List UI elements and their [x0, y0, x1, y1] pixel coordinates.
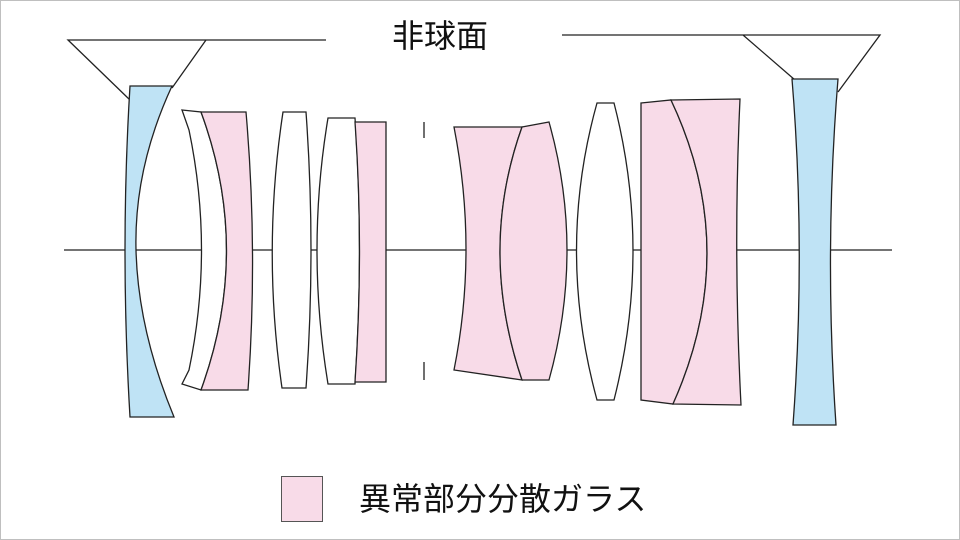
lens-element-5 — [316, 117, 361, 385]
lens-element-8 — [499, 121, 568, 381]
lens-element-4 — [271, 111, 312, 389]
legend-swatch-ed-glass — [281, 476, 323, 522]
aspheric-indicator-right — [562, 34, 882, 93]
aspheric-label: 非球面 — [392, 17, 489, 55]
lens-element-9 — [575, 102, 634, 401]
lens-element-1 — [124, 85, 175, 418]
lens-element-12 — [791, 78, 839, 426]
lens-element-11 — [669, 98, 742, 406]
legend-label: 異常部分分散ガラス — [359, 480, 647, 518]
lens-element-6 — [354, 121, 387, 383]
lens-element-3 — [200, 111, 254, 391]
aspheric-indicator-left — [66, 39, 326, 101]
